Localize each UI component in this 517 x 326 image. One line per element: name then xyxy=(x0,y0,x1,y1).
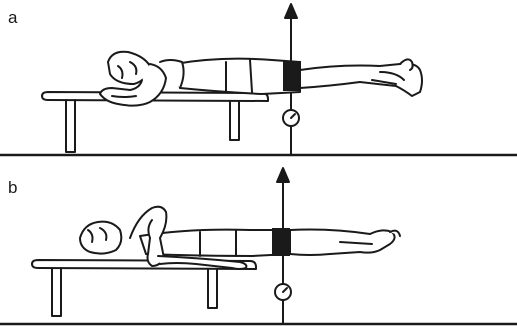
supine-figure-illustration xyxy=(0,158,517,326)
panel-a: a xyxy=(0,0,517,158)
prone-figure-illustration xyxy=(0,0,517,158)
force-gauge xyxy=(275,256,291,323)
force-gauge xyxy=(283,96,299,154)
bench xyxy=(42,92,268,152)
panel-b: b xyxy=(0,158,517,326)
bench xyxy=(32,260,256,316)
